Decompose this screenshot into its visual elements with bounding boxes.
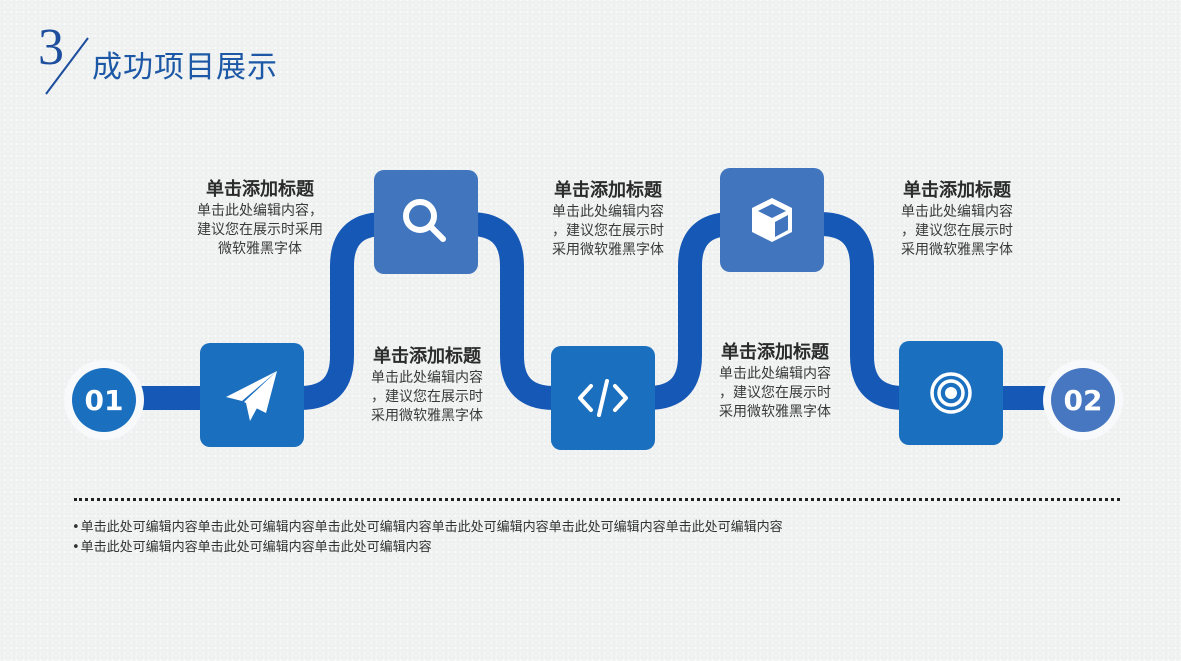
block-body[interactable]: 单击此处编辑内容 ，建议您在展示时 采用微软雅黑字体: [719, 366, 831, 420]
block-body[interactable]: 单击此处编辑内容， 建议您在展示时采用 微软雅黑字体: [197, 203, 323, 257]
code-icon: [578, 379, 628, 417]
slash-decoration: [45, 37, 89, 95]
start-label: 01: [72, 368, 136, 432]
end-endpoint: 02: [1043, 360, 1123, 440]
block-title[interactable]: 单击添加标题: [206, 179, 314, 200]
target-icon: [930, 372, 972, 414]
block-title[interactable]: 单击添加标题: [373, 346, 481, 367]
bullet-item[interactable]: 单击此处可编辑内容单击此处可编辑内容单击此处可编辑内容: [72, 538, 783, 558]
block-title[interactable]: 单击添加标题: [903, 180, 1011, 201]
paper-plane-icon: [226, 371, 277, 421]
end-label: 02: [1051, 368, 1115, 432]
search-icon: [403, 199, 446, 242]
bullet-list: 单击此处可编辑内容单击此处可编辑内容单击此处可编辑内容单击此处可编辑内容单击此处…: [72, 518, 783, 558]
page-title: 成功项目展示: [92, 50, 278, 85]
text-block-5: 单击添加标题 单击此处编辑内容 ，建议您在展示时 采用微软雅黑字体: [882, 179, 1032, 260]
block-title[interactable]: 单击添加标题: [554, 180, 662, 201]
step-5-box[interactable]: [899, 341, 1003, 445]
text-block-4: 单击添加标题 单击此处编辑内容 ，建议您在展示时 采用微软雅黑字体: [700, 341, 850, 422]
text-block-2: 单击添加标题 单击此处编辑内容 ，建议您在展示时 采用微软雅黑字体: [352, 345, 502, 426]
step-1-box[interactable]: [200, 343, 304, 447]
start-endpoint: 01: [64, 360, 144, 440]
step-4-box[interactable]: [720, 168, 824, 272]
bullet-item[interactable]: 单击此处可编辑内容单击此处可编辑内容单击此处可编辑内容单击此处可编辑内容单击此处…: [72, 518, 783, 538]
text-block-3: 单击添加标题 单击此处编辑内容 ，建议您在展示时 采用微软雅黑字体: [533, 179, 683, 260]
section-number: 3: [38, 19, 64, 76]
step-3-box[interactable]: [551, 346, 655, 450]
text-block-1: 单击添加标题 单击此处编辑内容， 建议您在展示时采用 微软雅黑字体: [185, 178, 335, 259]
block-title[interactable]: 单击添加标题: [721, 342, 829, 363]
dotted-divider: [74, 498, 1120, 501]
block-body[interactable]: 单击此处编辑内容 ，建议您在展示时 采用微软雅黑字体: [371, 370, 483, 424]
step-2-box[interactable]: [374, 170, 478, 274]
block-body[interactable]: 单击此处编辑内容 ，建议您在展示时 采用微软雅黑字体: [901, 204, 1013, 258]
cube-icon: [752, 198, 792, 242]
block-body[interactable]: 单击此处编辑内容 ，建议您在展示时 采用微软雅黑字体: [552, 204, 664, 258]
